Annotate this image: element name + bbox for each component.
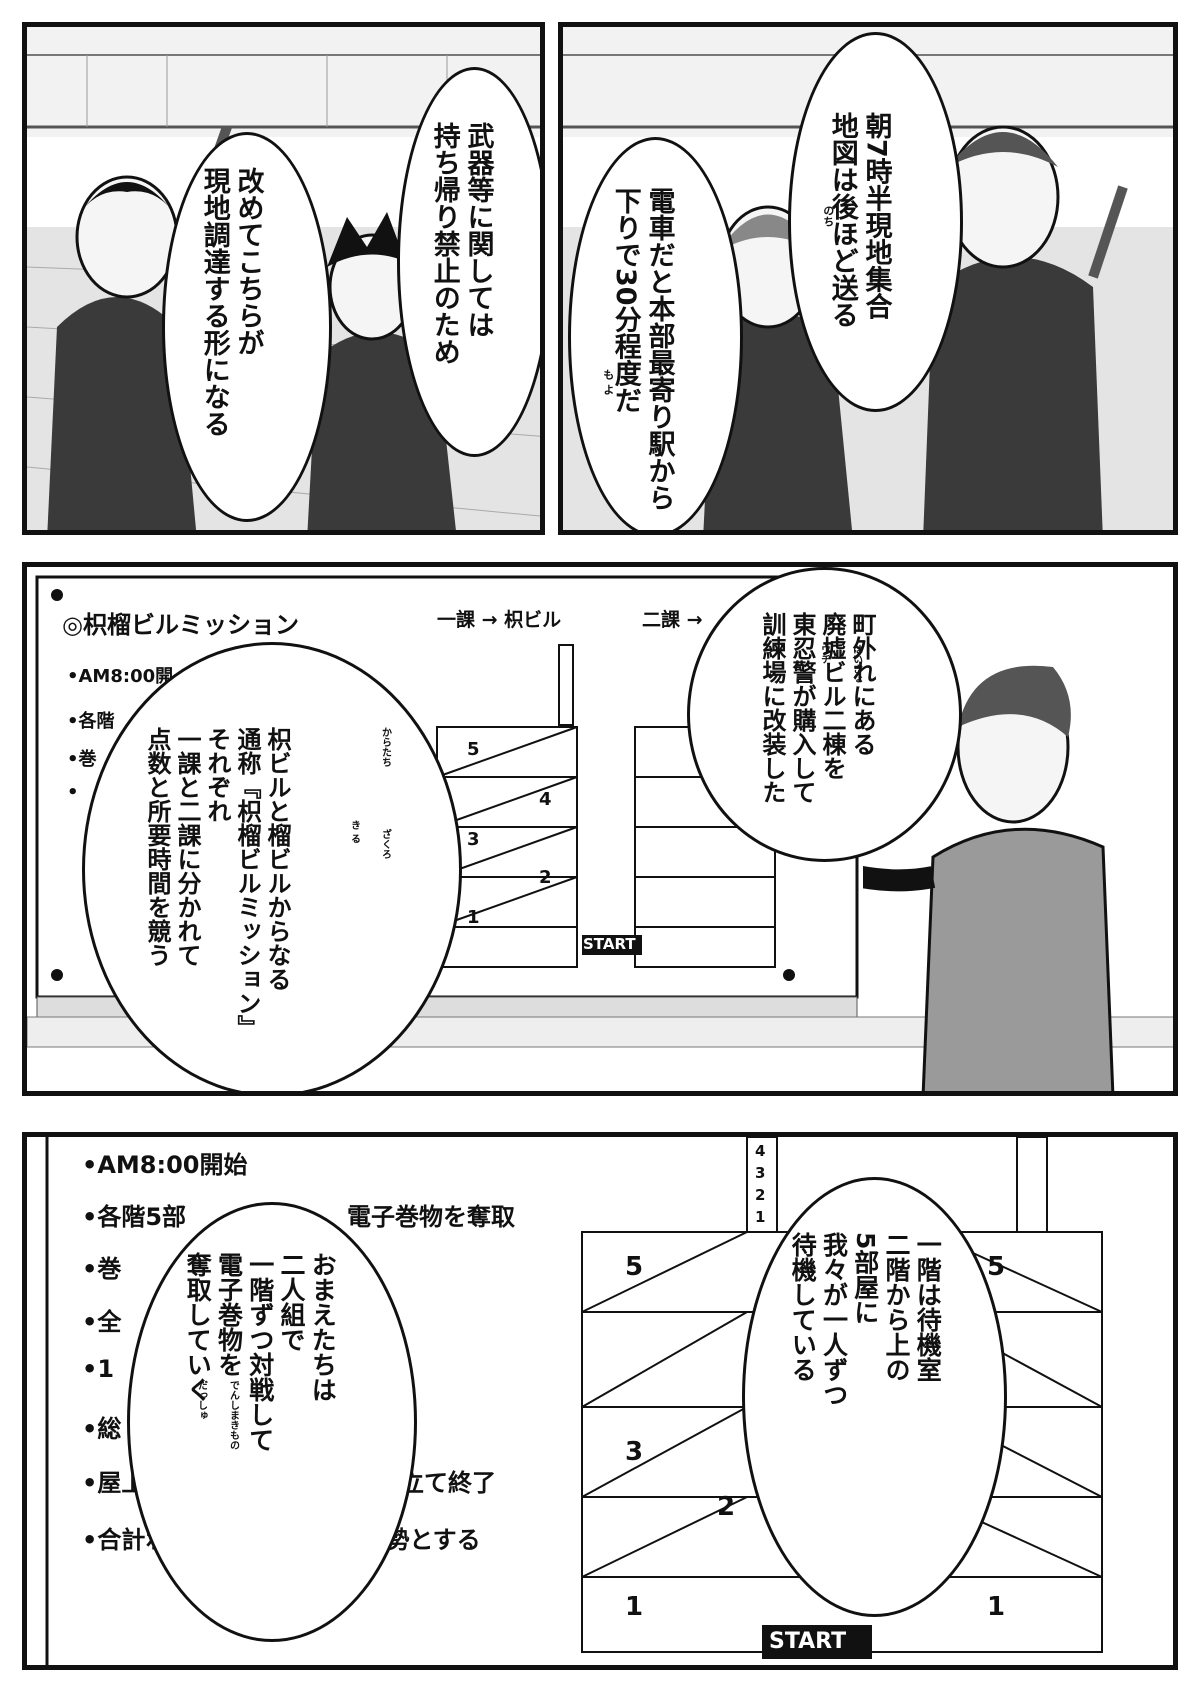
speech-bubble [82, 642, 462, 1091]
speech-bubble [127, 1202, 417, 1642]
start-label: START [769, 1629, 847, 1654]
floor-number-big: 2 [717, 1492, 736, 1522]
floor-number-big: 5 [625, 1252, 644, 1282]
floor-number: 3 [755, 1164, 766, 1182]
floor-number: 1 [755, 1208, 766, 1226]
rule-item: •全 [82, 1308, 122, 1336]
panel-bottom: •AM8:00開始 •各階5部 電子巻物を奪取 •巻 •全 •1 •総 •屋上で… [22, 1132, 1178, 1670]
rule-item: •1 [82, 1355, 115, 1383]
rule-item: •総 [82, 1415, 122, 1443]
speech-text: 枳ビルと榴ビルからなる通称『枳榴ビルミッション』それぞれ一課と二課に分かれて点数… [143, 727, 291, 1039]
panel-middle: ◎枳榴ビルミッション 一課 → 枳ビル 二課 → •AM8:00開 •各階 •巻… [22, 562, 1178, 1096]
ruby-text: ウチ [818, 644, 830, 664]
speech-bubble [788, 32, 963, 412]
speech-text: 武器等に関しては持ち帰り禁止のため [428, 122, 494, 365]
rule-item: 電子巻物を奪取 [347, 1203, 515, 1231]
floor-number-big: 3 [625, 1437, 644, 1467]
speech-text: 電車だと本部最寄り駅から下りで30分程度だ [609, 187, 675, 511]
floor-number: 1 [467, 907, 480, 928]
board-item: •巻 [67, 749, 97, 770]
speech-text: 町外れにある廃墟ビル二棟を東忍警が購入して訓練場に改装した [758, 612, 876, 804]
panel-top-left: 武器等に関しては持ち帰り禁止のため 改めてこちらが現地調達する形になる [22, 22, 545, 535]
panel-top-right: 朝7時半現地集合地図は後ほど送る のち 電車だと本部最寄り駅から下りで30分程度… [558, 22, 1178, 535]
board-item: •各階 [67, 711, 115, 732]
start-label: START [583, 935, 636, 953]
speech-text: おまえたちは二人組で一階ずつ対戦して電子巻物を奪取していく [183, 1252, 338, 1452]
board-label-right: 二課 → [642, 609, 703, 631]
rule-item: •巻 [82, 1255, 122, 1283]
ruby-text: からたち [379, 727, 391, 767]
ruby-text: き る [348, 820, 360, 844]
speech-bubble [568, 137, 743, 530]
presenter-figure [863, 665, 1115, 1091]
ruby-text: はいきょ [850, 644, 862, 684]
floor-number: 4 [755, 1142, 766, 1160]
floor-number-big: 1 [987, 1592, 1006, 1622]
floor-number: 2 [539, 867, 552, 888]
board-label-left: 一課 → 枳ビル [437, 609, 562, 631]
floor-number-big: 5 [987, 1252, 1006, 1282]
speech-bubble [742, 1177, 1007, 1617]
ruby-text: のち [821, 205, 835, 227]
rule-item: •各階5部 [82, 1203, 187, 1231]
speech-text: 改めてこちらが現地調達する形になる [198, 167, 264, 437]
speech-bubble [687, 567, 962, 862]
board-item: •AM8:00開 [67, 666, 174, 687]
speech-bubble [397, 67, 540, 457]
floor-number-big: 1 [625, 1592, 644, 1622]
speech-text: 朝7時半現地集合地図は後ほど送る [826, 112, 892, 328]
ruby-text: も よ [601, 369, 615, 395]
floor-number: 4 [539, 789, 552, 810]
rule-item: •AM8:00開始 [82, 1151, 248, 1179]
floor-number: 5 [467, 739, 480, 760]
board-item: • [67, 782, 79, 803]
ruby-text: だっしゅ [195, 1380, 207, 1420]
floor-number: 2 [755, 1186, 766, 1204]
ruby-text: ざくろ [379, 829, 391, 859]
ruby-text: でんしまきもの [227, 1380, 239, 1450]
board-title: ◎枳榴ビルミッション [62, 611, 299, 639]
floor-number: 3 [467, 829, 480, 850]
speech-bubble [162, 132, 332, 522]
